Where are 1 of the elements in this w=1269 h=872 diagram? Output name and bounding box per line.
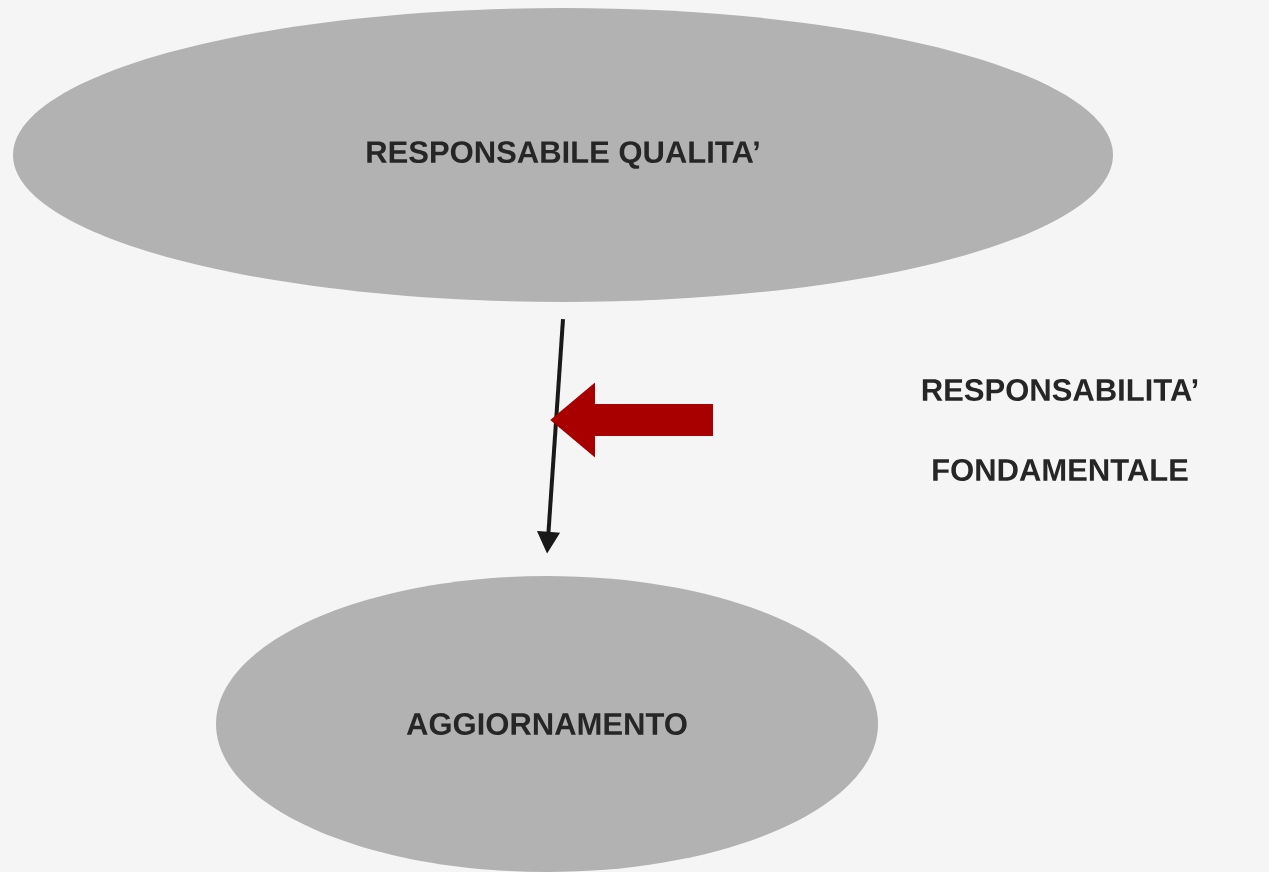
text-label: RESPONSABILITA’ FONDAMENTALE [922,379,1198,481]
